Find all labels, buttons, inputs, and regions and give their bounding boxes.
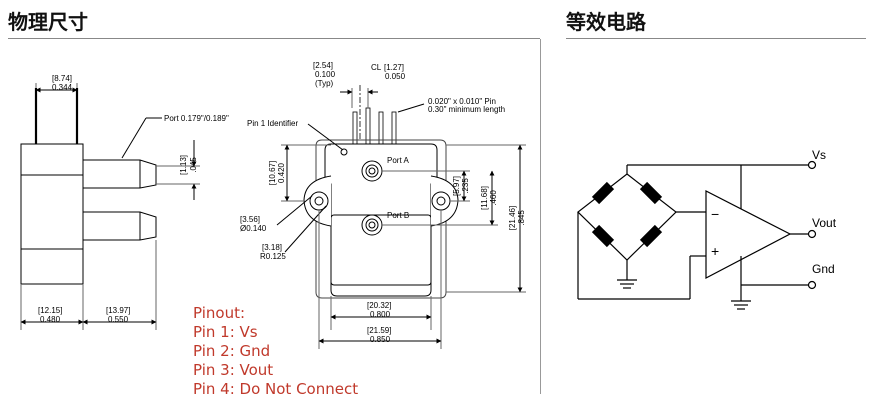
pinout-pin2: Pin 2: Gnd xyxy=(193,342,271,360)
port-a-label: Port A xyxy=(387,156,409,165)
circuit-labels: Vs Vout Gnd − + xyxy=(711,148,837,276)
centerline-label: CL xyxy=(371,63,382,72)
pinout-pin4: Pin 4: Do Not Connect xyxy=(193,380,359,398)
dim-21-46: [21.46] xyxy=(508,206,517,230)
dim-460: .460 xyxy=(489,190,498,206)
resistor-3 xyxy=(591,224,615,248)
heading-rule-left xyxy=(8,38,540,39)
vs-terminal xyxy=(807,160,817,170)
pin-size-label: 0.020" x 0.010" Pin xyxy=(428,97,496,106)
dim-1-27: [1.27] xyxy=(384,63,404,72)
port-diameter-label: Port 0.179"/0.189" xyxy=(164,114,229,123)
pinout-pin1: Pin 1: Vs xyxy=(193,323,258,341)
vout-label: Vout xyxy=(812,216,837,230)
pin1-identifier-label: Pin 1 Identifier xyxy=(247,119,298,128)
dim-235: .235 xyxy=(461,178,470,194)
dim-045: .045 xyxy=(189,157,198,173)
vs-label: Vs xyxy=(812,148,826,162)
opamp-minus: − xyxy=(711,206,719,222)
dim-0-480: 0.480 xyxy=(40,315,61,324)
dim-11-68: [11.68] xyxy=(480,186,489,210)
opamp-plus: + xyxy=(711,243,719,259)
heading-rule-right xyxy=(566,38,866,39)
dim-21-59: [21.59] xyxy=(367,326,391,335)
side-view xyxy=(20,83,200,330)
dim-0-800: 0.800 xyxy=(370,310,391,319)
gnd-label: Gnd xyxy=(812,262,835,276)
dim-3-56: [3.56] xyxy=(240,215,260,224)
dim-10-67: [10.67] xyxy=(268,161,277,185)
front-view-labels: [2.54] 0.100 (Typ) CL [1.27] 0.050 0.020… xyxy=(240,61,526,344)
equivalent-circuit-heading: 等效电路 xyxy=(566,10,646,34)
dim-1-13: [1.13] xyxy=(179,155,188,175)
pinout-pin3: Pin 3: Vout xyxy=(193,361,274,379)
dim-5-97: [5.97] xyxy=(452,176,461,196)
dim-0-100: 0.100 xyxy=(315,70,336,79)
dim-0-344: 0.344 xyxy=(52,83,73,92)
dim-0-550: 0.550 xyxy=(108,315,129,324)
physical-dimensions-heading: 物理尺寸 xyxy=(8,10,88,34)
dim-0-850: 0.850 xyxy=(370,335,391,344)
port-b-label: Port B xyxy=(387,211,409,220)
radius-0-125: R0.125 xyxy=(260,252,286,261)
side-view-labels: [8.74] 0.344 Port 0.179"/0.189" [1.13] .… xyxy=(38,74,229,324)
dim-8-74: [8.74] xyxy=(52,74,72,83)
resistor-4 xyxy=(639,224,663,248)
dim-typ: (Typ) xyxy=(315,79,334,88)
dim-12-15: [12.15] xyxy=(38,306,62,315)
pin-length-label: 0.30" minimum length xyxy=(428,105,505,114)
equivalent-circuit xyxy=(577,160,817,310)
dim-2-54: [2.54] xyxy=(313,61,333,70)
dim-13-97: [13.97] xyxy=(106,306,130,315)
dim-20-32: [20.32] xyxy=(367,301,391,310)
dim-0-050: 0.050 xyxy=(385,72,406,81)
dim-845: .845 xyxy=(517,210,526,226)
dim-0-420: 0.420 xyxy=(277,162,286,183)
front-view xyxy=(276,85,526,349)
resistor-2 xyxy=(639,181,663,205)
panel-separator xyxy=(540,39,541,394)
vout-terminal xyxy=(807,229,817,239)
gnd-terminal xyxy=(807,280,817,290)
resistor-1 xyxy=(591,181,615,205)
dim-3-18: [3.18] xyxy=(262,243,282,252)
dim-0-140: Ø0.140 xyxy=(240,224,267,233)
pinout-title: Pinout: xyxy=(193,304,246,322)
